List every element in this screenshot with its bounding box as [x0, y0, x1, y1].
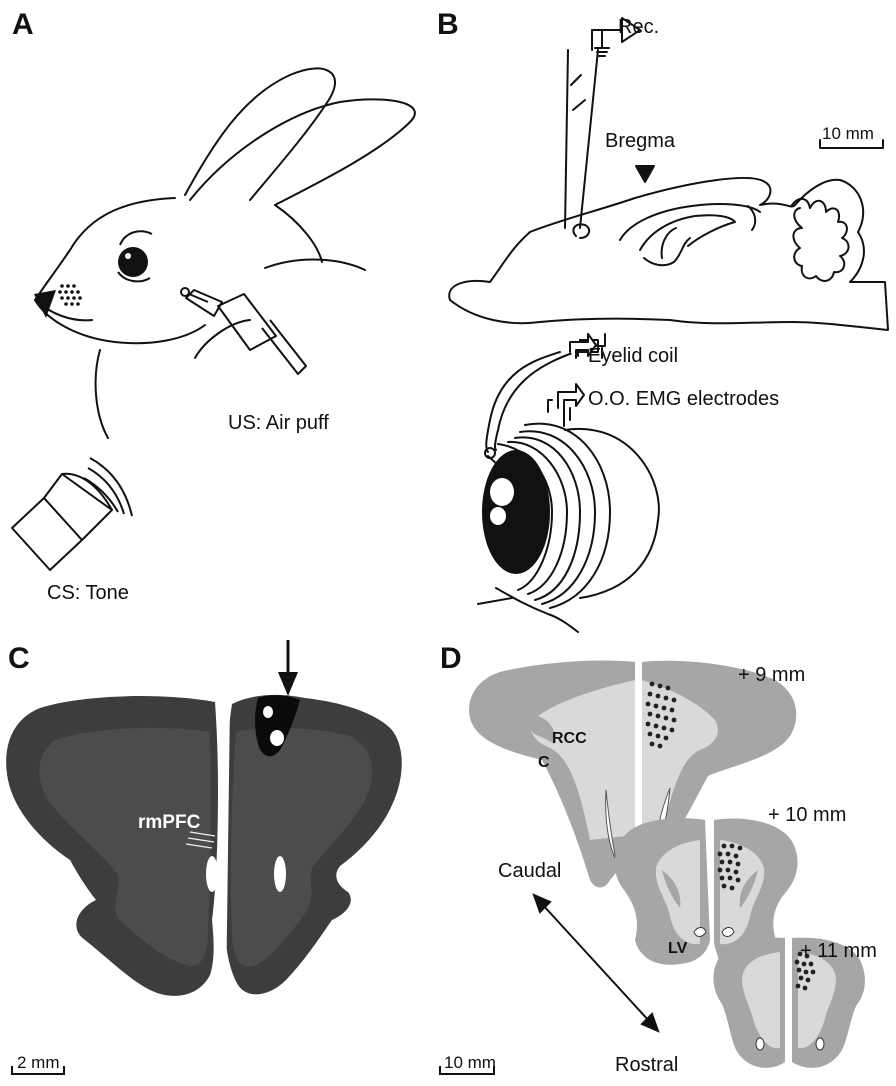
caudal-label: Caudal	[498, 860, 561, 882]
left-ventricle	[206, 856, 218, 892]
c-label: C	[538, 754, 550, 772]
cerebellum	[792, 199, 849, 281]
recording-electrode	[565, 18, 640, 228]
scale-bar-b-label: 10 mm	[822, 125, 874, 143]
rostral-label: Rostral	[615, 1054, 678, 1076]
scale-bar-d-label: 10 mm	[444, 1054, 496, 1072]
histology-section	[0, 640, 430, 1086]
us-air-puff-label: US: Air puff	[228, 412, 329, 434]
rabbit-illustration	[0, 0, 430, 620]
whisker-dots	[58, 284, 82, 306]
panel-b: B	[430, 0, 896, 640]
panel-c: C rmPFC 2 mm	[0, 640, 430, 1086]
bregma-arrow	[636, 166, 654, 182]
section-label-11: + 11 mm	[800, 940, 877, 962]
rabbit-front-ear	[190, 99, 415, 205]
speaker-icon	[12, 458, 132, 570]
lv-label: LV	[668, 940, 687, 958]
rec-label: Rec.	[618, 16, 659, 38]
bregma-label: Bregma	[605, 130, 675, 152]
rmpfc-label: rmPFC	[138, 812, 200, 834]
eyelid-coil-label: Eyelid coil	[588, 345, 678, 367]
setup-illustration	[430, 0, 896, 640]
right-ventricle	[274, 856, 286, 892]
panel-a: A	[0, 0, 430, 620]
section-label-10: + 10 mm	[768, 804, 846, 826]
emg-electrodes-label: O.O. EMG electrodes	[588, 388, 779, 410]
lesion-arrow	[278, 640, 298, 696]
air-puff-nozzle	[181, 288, 306, 374]
rcc-label: RCC	[552, 730, 587, 748]
scale-bar-c-label: 2 mm	[17, 1054, 60, 1072]
rabbit-head	[35, 198, 205, 343]
panel-d: D	[430, 640, 896, 1086]
rabbit-eye	[118, 231, 152, 281]
eye-iris	[482, 450, 550, 574]
section-label-9: + 9 mm	[738, 664, 805, 686]
cs-tone-label: CS: Tone	[47, 582, 129, 604]
